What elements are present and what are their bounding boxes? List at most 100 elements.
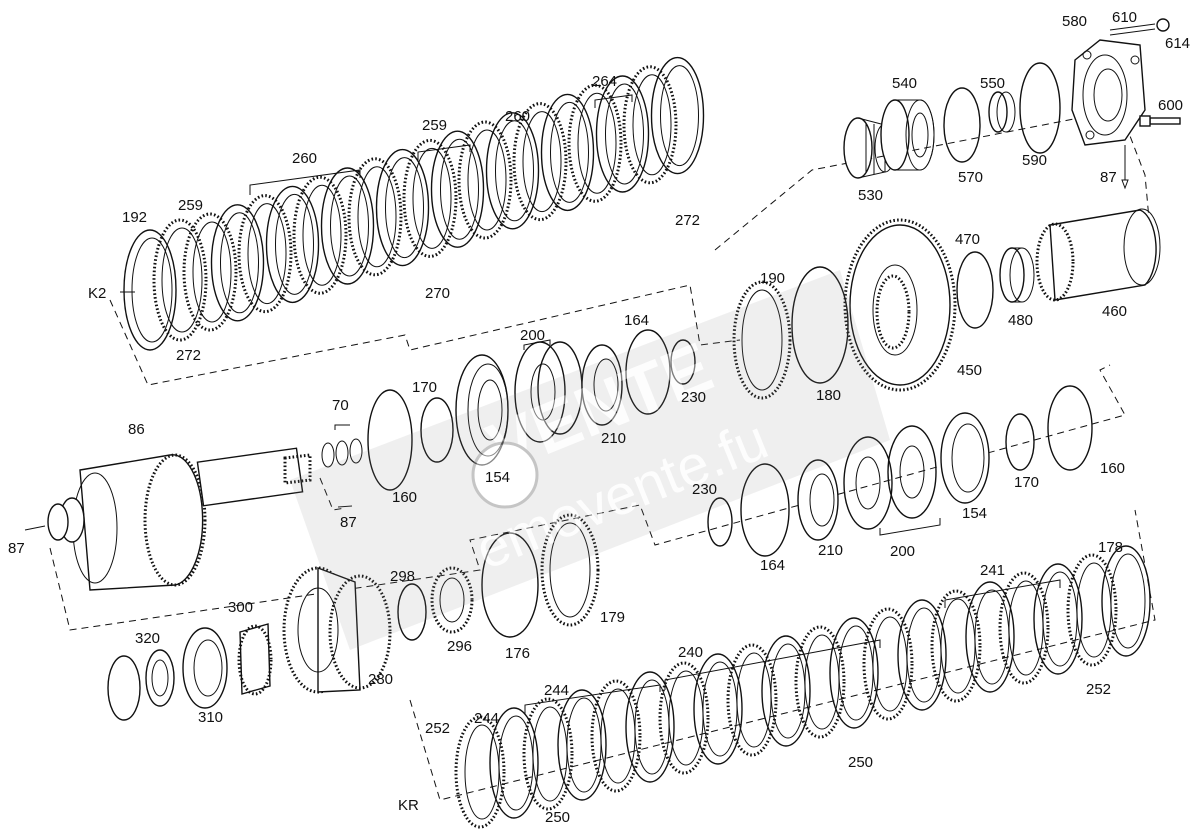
k2-plate-14 <box>540 93 595 212</box>
part-87-pin-upper <box>1121 145 1129 190</box>
label-170-lower: 170 <box>1014 474 1039 491</box>
part-210-disc-a <box>581 344 623 426</box>
label-250-left: 250 <box>545 809 570 826</box>
k2-plate-inner-8 <box>385 157 424 259</box>
part-310-bearing-race <box>145 649 175 707</box>
k2-plate-259 <box>152 218 208 342</box>
label-570: 570 <box>958 169 983 186</box>
part-179-plate <box>540 513 600 627</box>
kr-plate-12 <box>829 617 879 729</box>
k2-plate-inner-15 <box>577 92 617 194</box>
label-210-upper: 210 <box>601 430 626 447</box>
kr-plate-2 <box>489 707 539 819</box>
label-154-right: 154 <box>962 505 987 522</box>
k2-plate-6 <box>320 167 375 285</box>
k2-plate-inner-11 <box>467 129 507 231</box>
label-178: 178 <box>1098 539 1123 556</box>
kr-plate-13 <box>862 607 914 721</box>
label-86: 86 <box>128 421 145 438</box>
label-530: 530 <box>858 187 883 204</box>
k2-plate-17 <box>622 65 678 185</box>
k2-plate-13 <box>512 102 568 222</box>
part-460-hub <box>1035 208 1161 302</box>
label-154-left: 154 <box>485 469 510 486</box>
part-614-nut <box>1156 18 1170 32</box>
label-70: 70 <box>332 397 349 414</box>
k2-plate-inner-7 <box>357 166 397 268</box>
kr-plate-18 <box>1033 563 1083 675</box>
k2-plate-inner-14 <box>550 101 589 203</box>
part-540-bearing <box>880 99 935 171</box>
k2-plate-18 <box>650 56 705 175</box>
label-450: 450 <box>957 362 982 379</box>
label-176: 176 <box>505 645 530 662</box>
group-outlines <box>49 109 1156 801</box>
label-180: 180 <box>816 387 841 404</box>
label-160-right: 160 <box>1100 460 1125 477</box>
kr-plate-8 <box>693 653 743 765</box>
kr-plate-stack <box>454 545 1151 829</box>
k2-plate-16 <box>595 75 650 193</box>
k2-clutch-pack <box>120 56 705 351</box>
k2-plate-4 <box>265 185 320 304</box>
kr-clutch-pack <box>454 545 1151 829</box>
middle-right-group <box>732 208 1161 400</box>
watermark: VENTE emoventе.fu <box>290 270 890 650</box>
label-460: 460 <box>1102 303 1127 320</box>
kr-plate-4 <box>557 689 607 801</box>
label-260-right: 260 <box>505 108 530 125</box>
kr-plate-19 <box>1066 553 1118 667</box>
k2-plate-inner-3 <box>247 203 287 305</box>
part-154-piston-b <box>940 412 990 504</box>
kr-plate-16 <box>965 581 1015 693</box>
label-87-upper: 87 <box>1100 169 1117 186</box>
k2-plate-1 <box>182 212 238 332</box>
label-190: 190 <box>760 270 785 287</box>
kr-plate-15 <box>930 589 982 703</box>
label-250-right: 250 <box>848 754 873 771</box>
k2-plate-5 <box>292 175 348 295</box>
k2-plate-inner-18 <box>660 65 699 167</box>
label-230-lower: 230 <box>692 481 717 498</box>
k2-plate-inner-12 <box>495 120 534 222</box>
kr-plate-3 <box>522 697 574 811</box>
part-298-snap-ring <box>397 583 427 641</box>
part-230-ring-a <box>670 339 696 385</box>
kr-plate-inner-20 <box>1110 553 1146 649</box>
label-296: 296 <box>447 638 472 655</box>
label-272-left: 272 <box>176 347 201 364</box>
label-590: 590 <box>1022 152 1047 169</box>
k2-plate-inner-17 <box>632 74 672 176</box>
k2-plate-9 <box>402 138 458 258</box>
part-610-bolt <box>1109 23 1156 36</box>
part-200-spring-plate-b <box>843 425 937 530</box>
label-298: 298 <box>390 568 415 585</box>
part-170-ring-b <box>1005 413 1035 471</box>
label-540: 540 <box>892 75 917 92</box>
label-244-upper: 244 <box>544 682 569 699</box>
k2-plate-11 <box>457 120 513 240</box>
part-164-ring-b <box>740 463 790 557</box>
k2-plate-inner-9 <box>412 147 452 249</box>
part-190-plate <box>732 280 792 400</box>
kr-plate-9 <box>726 643 778 757</box>
k2-plate-inner-13 <box>522 111 562 213</box>
label-192: 192 <box>122 209 147 226</box>
upper-right-group <box>843 18 1181 190</box>
label-550: 550 <box>980 75 1005 92</box>
label-272-right: 272 <box>675 212 700 229</box>
kr-plate-1 <box>454 715 506 829</box>
part-580-cover-housing <box>1071 39 1146 146</box>
part-210-disc-b <box>797 459 839 541</box>
k2-plate-inner-5 <box>302 184 342 286</box>
part-570-snap-ring <box>943 87 981 163</box>
label-210-lower: 210 <box>818 542 843 559</box>
part-176-ring <box>481 532 539 638</box>
part-230-ring-b <box>707 497 733 547</box>
k2-plate-stack <box>182 56 705 332</box>
label-614: 614 <box>1165 35 1190 52</box>
label-610: 610 <box>1112 9 1137 26</box>
k2-plate-inner-1 <box>192 221 232 323</box>
part-320-snap-ring <box>107 655 141 721</box>
label-260-left: 260 <box>292 150 317 167</box>
